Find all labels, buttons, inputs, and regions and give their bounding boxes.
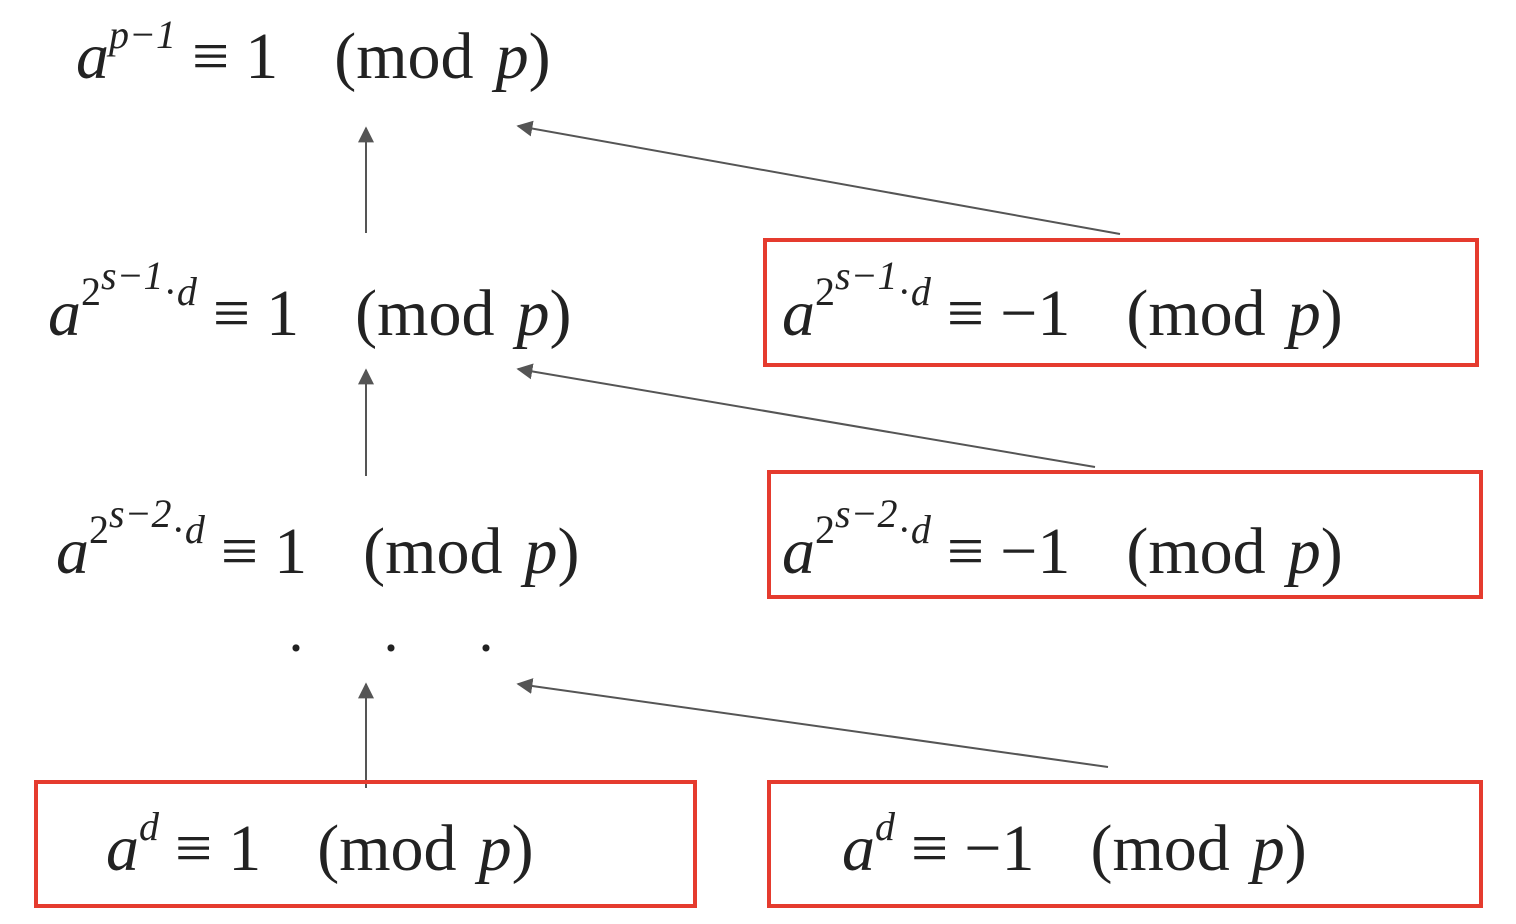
value-neg-one: −1 <box>964 812 1035 885</box>
mod-close: ) <box>1320 277 1343 350</box>
ellipsis: · · · <box>286 615 526 681</box>
equation-row2-left: a2s−1·d ≡1 (mod p) <box>48 256 572 350</box>
box-row2-right <box>763 238 1479 367</box>
base-a: a <box>56 515 89 588</box>
exponent-2s2d: 2s−2·d <box>89 494 205 552</box>
modulus-p: p <box>1251 812 1285 885</box>
exp-d: d <box>176 269 197 314</box>
mod-close: ) <box>528 20 551 93</box>
box-row4-right <box>767 780 1483 908</box>
mod-open: (mod <box>1126 277 1266 350</box>
arrow-diag-box2-to-row2 <box>516 363 1096 468</box>
mod-close: ) <box>549 277 572 350</box>
exp-d: d <box>184 507 205 552</box>
base-a: a <box>782 277 815 350</box>
mod-open: (mod <box>363 515 503 588</box>
equation-row4-right: ad ≡−1 (mod p) <box>842 807 1307 882</box>
modulus-p: p <box>478 812 512 885</box>
equation-row3-right: a2s−2·d ≡−1 (mod p) <box>782 494 1343 588</box>
mod-close: ) <box>1284 812 1307 885</box>
value-neg-one: −1 <box>1000 277 1071 350</box>
exp-cdot: · <box>171 507 185 552</box>
exp-cdot: · <box>897 269 911 314</box>
mod-open: (mod <box>334 20 474 93</box>
equation-row2-right: a2s−1·d ≡−1 (mod p) <box>782 256 1343 350</box>
value-one: 1 <box>245 20 279 93</box>
mod-close: ) <box>511 812 534 885</box>
exp-s-minus-2: s−2 <box>835 491 898 536</box>
congruent-symbol: ≡ <box>946 515 985 588</box>
exp-two: 2 <box>81 269 101 314</box>
equation-row1-left: ap−1 ≡1 (mod p) <box>76 15 551 90</box>
exponent-p-minus-1: p−1 <box>109 12 176 57</box>
exp-s-minus-1: s−1 <box>835 253 898 298</box>
congruent-symbol: ≡ <box>946 277 985 350</box>
exponent-d: d <box>875 804 895 849</box>
exp-two: 2 <box>89 507 109 552</box>
equation-row4-left: ad ≡1 (mod p) <box>106 807 534 882</box>
congruent-symbol: ≡ <box>175 812 213 885</box>
exponent-2s1d: 2s−1·d <box>815 256 931 314</box>
modulus-p: p <box>516 277 550 350</box>
exponent-2s2d: 2s−2·d <box>815 494 931 552</box>
base-a: a <box>106 812 139 885</box>
exp-s-minus-2: s−2 <box>109 491 172 536</box>
modulus-p: p <box>1287 277 1321 350</box>
base-a: a <box>76 20 109 93</box>
exp-d: d <box>910 507 931 552</box>
exp-two: 2 <box>815 507 835 552</box>
value-neg-one: −1 <box>1000 515 1071 588</box>
value-one: 1 <box>228 812 262 885</box>
congruent-symbol: ≡ <box>911 812 949 885</box>
mod-open: (mod <box>317 812 457 885</box>
box-row3-right <box>767 470 1483 599</box>
value-one: 1 <box>266 277 300 350</box>
modulus-p: p <box>495 20 529 93</box>
exp-two: 2 <box>815 269 835 314</box>
mod-open: (mod <box>1126 515 1266 588</box>
base-a: a <box>48 277 81 350</box>
box-row4-left <box>34 780 697 908</box>
exp-d: d <box>910 269 931 314</box>
base-a: a <box>842 812 875 885</box>
arrow-diag-box4-to-dots <box>516 678 1109 768</box>
mod-close: ) <box>557 515 580 588</box>
mod-open: (mod <box>1090 812 1230 885</box>
congruent-symbol: ≡ <box>220 515 259 588</box>
congruent-symbol: ≡ <box>192 20 230 93</box>
congruent-symbol: ≡ <box>212 277 251 350</box>
exp-cdot: · <box>897 507 911 552</box>
arrow-diag-box1-to-row1 <box>516 120 1121 235</box>
modulus-p: p <box>524 515 558 588</box>
exponent-d: d <box>139 804 159 849</box>
value-one: 1 <box>274 515 308 588</box>
mod-open: (mod <box>355 277 495 350</box>
exp-s-minus-1: s−1 <box>101 253 164 298</box>
modulus-p: p <box>1287 515 1321 588</box>
equation-row3-left: a2s−2·d ≡1 (mod p) <box>56 494 580 588</box>
mod-close: ) <box>1320 515 1343 588</box>
base-a: a <box>782 515 815 588</box>
exponent-2s1d: 2s−1·d <box>81 256 197 314</box>
exp-cdot: · <box>163 269 177 314</box>
